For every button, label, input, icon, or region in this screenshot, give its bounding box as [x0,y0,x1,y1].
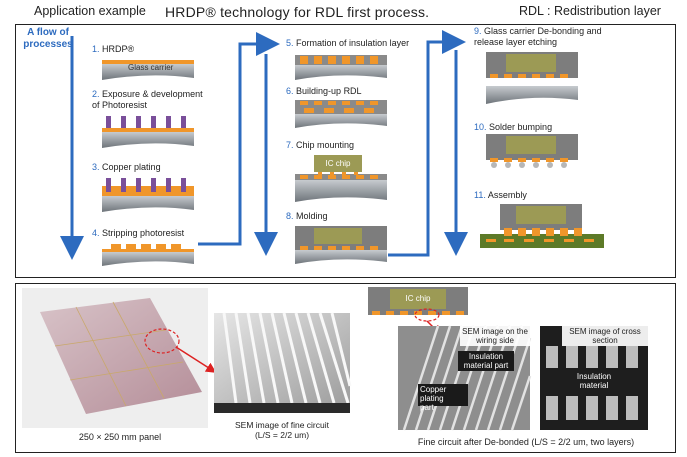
sem-wiring-line-1: SEM image on the [462,327,528,336]
step-10-diagram [486,134,578,168]
step-11-label: 11. Assembly [474,190,527,201]
step-7-label: 7. Chip mounting [286,140,354,151]
zoom-arrow [175,346,217,373]
step-6-diagram [295,100,387,128]
step-8-text: Molding [296,211,328,221]
sem-wiring-line-2: wiring side [476,336,514,345]
step-10-text: Solder bumping [489,122,553,132]
flow-label-line-2: processes [23,39,73,50]
step-8-number: 8. [286,211,294,221]
ic-chip-bottom [390,289,446,309]
step-8-label: 8. Molding [286,211,328,222]
step-4-text: Stripping photoresist [102,228,185,238]
step-2-number: 2. [92,89,100,99]
step-1-label: 1. HRDP® [92,44,134,55]
copper-part-label: Copper plating part [418,385,468,412]
zoom-highlight-circle [144,328,180,354]
sem-wiring-side-label: SEM image on the wiring side [460,327,530,345]
step-2-text-line-2: of Photoresist [92,100,148,110]
step-1-number: 1. [92,44,100,54]
step-3-label: 3. Copper plating [92,162,161,173]
ic-chip-label-step-7: IC chip [325,159,351,168]
sem-cross-line-1: SEM image of cross [569,327,641,336]
step-9-text: Glass carrier De-bonding and [484,26,602,36]
insulation-material-line-1: Insulation [576,372,612,381]
debonded-caption: Fine circuit after De-bonded (L/S = 2/2 … [417,437,635,447]
flow-label-line-1: A flow of [27,27,69,38]
step-11-text: Assembly [487,190,527,200]
panel-size-caption: 250 × 250 mm panel [78,432,162,442]
flow-label: A flow of processes [18,27,78,51]
sem-fine-circuit-image [214,312,352,413]
sem-cross-section-image [540,326,648,430]
step-6-text: Building-up RDL [296,86,362,96]
step-6-number: 6. [286,86,294,96]
ic-chip-schematic [368,287,468,322]
step-2-diagram [102,116,194,148]
step-8-diagram [295,226,387,264]
sem-fine-caption-line-1: SEM image of fine circuit [234,420,329,430]
step-2-text: Exposure & development [102,89,203,99]
step-6-label: 6. Building-up RDL [286,86,362,97]
flow-arrow-col2-to-col3 [388,30,466,257]
step-11-number: 11. [474,190,486,200]
flow-arrows [60,30,468,260]
step-7-text: Chip mounting [296,140,355,150]
step-11-diagram [480,204,604,248]
step-3-number: 3. [92,162,100,172]
sem-cross-line-2: section [592,336,618,345]
step-4-diagram [102,244,194,266]
step-3-text: Copper plating [102,162,161,172]
circuit-board [480,234,604,248]
sem-fine-caption-line-2: (L/S = 2/2 um) [254,430,310,440]
step-4-label: 4. Stripping photoresist [92,228,184,239]
glass-carrier-label: Glass carrier [128,63,174,72]
step-9-text-line-2: release layer etching [474,37,558,47]
step-10-number: 10. [474,122,487,132]
sem-wiring-side-image [398,325,532,431]
step-5-text: Formation of insulation layer [296,38,410,48]
insulation-part-label: Insulation material part [458,352,514,370]
copper-part-line-2: part [420,403,434,412]
step-9-number: 9. [474,26,482,36]
step-7-diagram [295,155,387,202]
step-5-label: 5. Formation of insulation layer [286,38,409,49]
insulation-part-line-2: material part [463,361,509,370]
step-1-diagram [102,60,194,80]
flow-arrow-col1-to-col2 [198,32,280,246]
step-1-text: HRDP® [102,44,135,54]
insulation-material-label: Insulation material [556,372,632,390]
step-10-label: 10. Solder bumping [474,122,552,133]
step-5-diagram [295,55,387,80]
header-rdl-definition: RDL : Redistribution layer [519,4,661,18]
copper-part-line-1: Copper plating [420,385,447,403]
panel-photo [22,288,208,428]
insulation-part-line-1: Insulation [468,352,504,361]
step-7-number: 7. [286,140,294,150]
step-9-diagram [486,52,578,104]
step-3-diagram [102,178,194,212]
header-application-example: Application example [34,4,146,18]
sem-cross-section-label: SEM image of cross section [562,327,648,345]
sem-fine-circuit-caption: SEM image of fine circuit (L/S = 2/2 um) [214,420,350,440]
insulation-material-line-2: material [579,381,609,390]
step-4-number: 4. [92,228,100,238]
header-title: HRDP® technology for RDL first process. [165,4,430,20]
ic-chip-step-7 [314,155,362,172]
ic-chip-label-bottom: IC chip [405,294,431,303]
step-5-number: 5. [286,38,294,48]
